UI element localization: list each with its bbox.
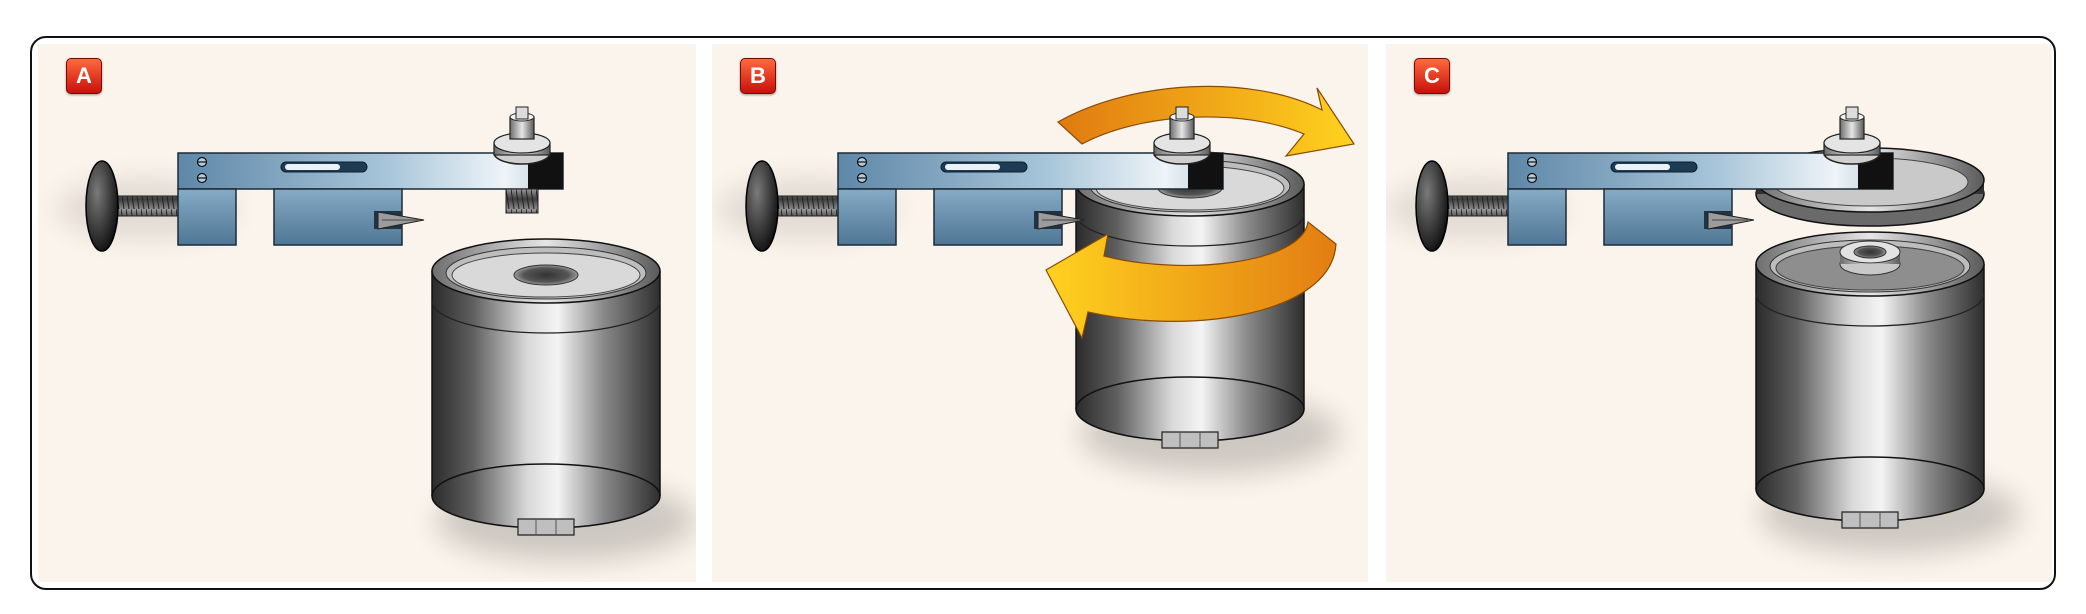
cutting-tool	[1386, 107, 1893, 251]
rotation-arrow-bottom	[1045, 220, 1337, 340]
panel-c: C	[1386, 44, 2052, 582]
rotation-arrow-top	[1056, 85, 1356, 157]
panel-label-c: C	[1414, 58, 1450, 94]
opened-can	[1756, 232, 2020, 554]
panel-label-a: A	[66, 58, 102, 94]
panel-b-illustration	[712, 85, 1356, 582]
panel-a-illustration	[38, 44, 696, 582]
panel-c-illustration	[1386, 44, 2052, 582]
panel-b: B	[712, 44, 1368, 582]
unopened-can	[432, 239, 696, 561]
diagram-frame: A B	[30, 36, 2056, 590]
panel-label-b: B	[740, 58, 776, 94]
cutting-tool	[56, 107, 563, 251]
panel-a: A	[38, 44, 696, 582]
